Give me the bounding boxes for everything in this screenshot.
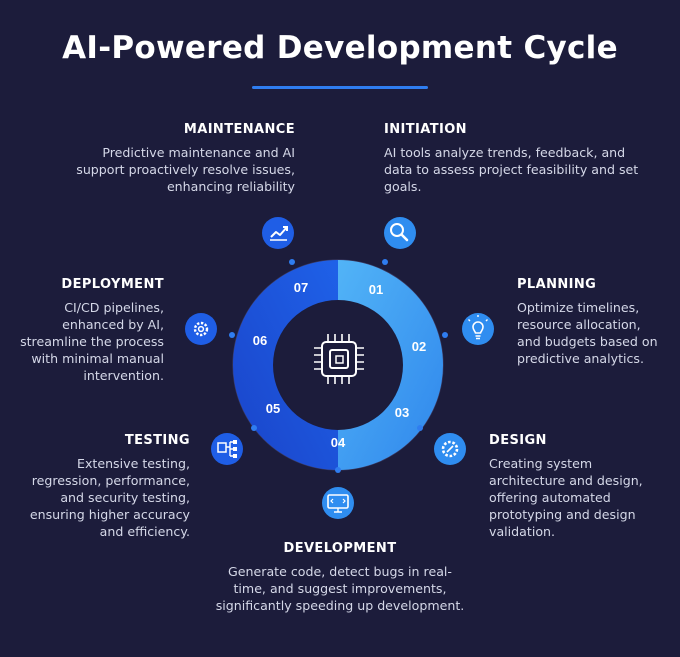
segment-number-05: 05 [266,401,280,416]
phase-testing: TESTING Extensive testing, regression, p… [12,433,190,540]
monitor-code-icon [322,487,354,519]
gear-design-icon [434,433,466,465]
phase-title: DESIGN [489,433,547,448]
test-flow-icon [211,433,243,465]
cpu-chip-icon [314,334,364,384]
phase-design: DESIGN Creating system architecture and … [489,433,667,540]
phase-planning: PLANNING Optimize timelines, resource al… [517,277,667,367]
orbit-dot [417,425,423,431]
title-underline [252,86,428,89]
orbit-dot [442,332,448,338]
phase-title: PLANNING [517,277,597,292]
orbit-dots [229,259,448,473]
phase-development: DEVELOPMENT Generate code, detect bugs i… [212,541,468,614]
phase-description: AI tools analyze trends, feedback, and d… [384,145,639,194]
segment-number-04: 04 [331,435,346,450]
settings-gear-icon [185,313,217,345]
phase-description: Creating system architecture and design,… [489,456,643,539]
phase-maintenance: MAINTENANCE Predictive maintenance and A… [60,122,295,195]
orbit-dot [335,467,341,473]
phase-deployment: DEPLOYMENT CI/CD pipelines, enhanced by … [14,277,164,384]
orbit-dot [289,259,295,265]
phase-description: Generate code, detect bugs in real-time,… [215,564,465,613]
chart-growth-icon [262,217,294,249]
phase-description: Extensive testing, regression, performan… [29,456,190,539]
orbit-dot [229,332,235,338]
phase-title: DEVELOPMENT [283,541,397,556]
phase-initiation: INITIATION AI tools analyze trends, feed… [384,122,644,195]
segment-number-01: 01 [369,282,383,297]
phase-description: Optimize timelines, resource allocation,… [517,300,658,366]
segment-number-03: 03 [395,405,409,420]
page-title: AI-Powered Development Cycle [62,30,618,66]
phase-description: CI/CD pipelines, enhanced by AI, streaml… [20,300,164,383]
ring-left-half [233,260,338,470]
orbit-dot [251,425,257,431]
segment-number-06: 06 [253,333,267,348]
phase-title: TESTING [124,433,190,448]
ring-right-half [338,260,443,470]
segment-number-02: 02 [412,339,426,354]
search-icon [384,217,416,249]
ring-center [274,301,402,429]
lightbulb-icon [462,313,494,345]
orbit-dot [382,259,388,265]
phase-title: DEPLOYMENT [61,277,164,292]
segment-number-07: 07 [294,280,308,295]
phase-title: MAINTENANCE [183,122,295,137]
phase-description: Predictive maintenance and AI support pr… [76,145,295,194]
phase-title: INITIATION [384,122,467,137]
